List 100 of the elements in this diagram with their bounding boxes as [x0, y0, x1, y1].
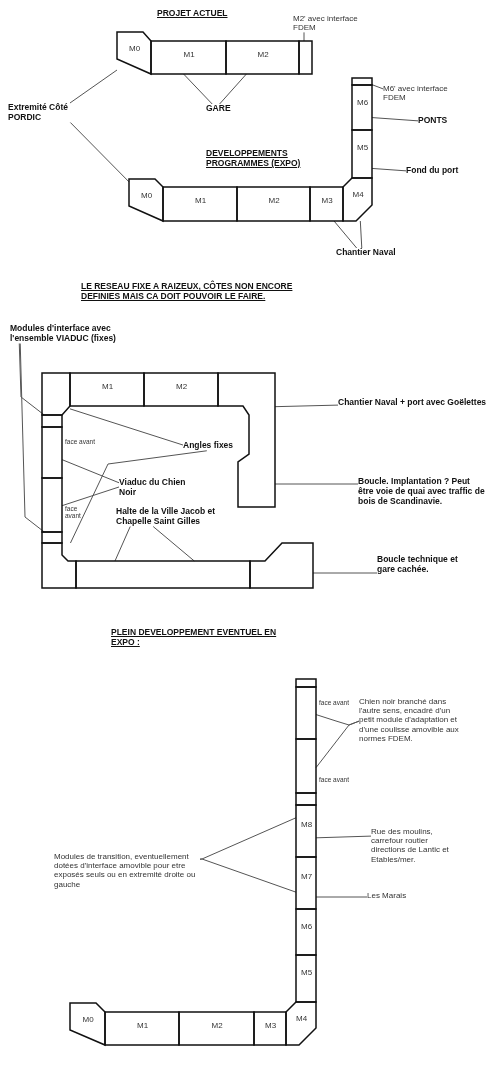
leader-line	[69, 122, 130, 183]
leader-line	[199, 858, 297, 893]
track-module	[117, 32, 151, 74]
leader-line	[61, 486, 120, 507]
leader-line	[183, 73, 213, 105]
track-module	[296, 955, 316, 1002]
leader-line	[315, 896, 368, 898]
track-module	[237, 187, 310, 221]
module-label: M2	[268, 197, 280, 206]
track-module	[42, 532, 62, 543]
leader-line	[333, 220, 358, 249]
module-label: M4	[296, 1014, 308, 1023]
track-module	[226, 41, 299, 74]
track-module	[310, 187, 343, 221]
callout-text: Chien noir branché dans l'autre sens, encadré d'un petit module d'adaptation et d'une coulisse amovible aux normes FDEM.	[359, 697, 461, 743]
track-module	[144, 373, 218, 406]
track-module	[42, 478, 62, 532]
leader-line	[315, 835, 372, 839]
track-module	[286, 1002, 316, 1045]
module-label: M2	[176, 382, 188, 391]
callout-text: Halte de la Ville Jacob et Chapelle Saint Gilles	[116, 507, 226, 527]
track-module	[76, 561, 250, 588]
callout-text: Chantier Naval + port avec Goëlettes	[338, 398, 487, 408]
track-module	[296, 793, 316, 805]
module-label: M1	[137, 1021, 149, 1030]
callout-text: Extremité Côté PORDIC	[8, 103, 72, 123]
section-heading: PLEIN DEVELOPPEMENT EVENTUEL EN EXPO :	[111, 628, 278, 648]
module-label: M3	[265, 1021, 277, 1030]
leader-line	[114, 526, 131, 562]
callout-text: GARE	[206, 104, 231, 114]
leader-line	[69, 408, 184, 446]
callout-text: Viaduc du Chien Noir	[119, 478, 191, 498]
track-module	[352, 78, 372, 85]
module-label: M0	[82, 1015, 94, 1024]
track-module	[179, 1012, 254, 1045]
callout-text: Rue des moulins, carrefour routier directions de Lantic et Etables/mer.	[371, 827, 453, 864]
module-label: M2	[211, 1021, 223, 1030]
module-label: M5	[301, 969, 313, 978]
track-module	[163, 187, 237, 221]
track-module	[299, 41, 312, 74]
leader-line	[303, 31, 305, 42]
module-label: M2	[257, 50, 269, 59]
module-label: M0	[129, 44, 141, 53]
module-label: M7	[301, 872, 313, 881]
track-module	[250, 543, 313, 588]
callout-text: Angles fixes	[183, 441, 234, 451]
leader-line	[371, 84, 384, 90]
module-label: M6	[301, 922, 313, 931]
track-module	[70, 373, 144, 406]
track-module	[296, 857, 316, 909]
callout-text: PONTS	[418, 116, 448, 126]
track-module	[296, 739, 316, 793]
module-label: M4	[352, 190, 364, 199]
track-module	[42, 427, 62, 478]
track-module	[296, 687, 316, 739]
callout-text: Fond du port	[406, 166, 459, 176]
track-module	[296, 805, 316, 857]
track-module	[296, 909, 316, 955]
leader-line	[274, 404, 339, 408]
module-label: M8	[301, 820, 313, 829]
section-heading: LE RESEAU FIXE A RAIZEUX, CÔTES NON ENCORE DEFINIES MAIS CA DOIT POUVOIR LE FAIRE.	[81, 282, 294, 302]
leader-line	[152, 526, 195, 562]
module-label: M1	[183, 50, 195, 59]
leader-line	[312, 572, 378, 574]
track-module	[42, 415, 62, 427]
track-module	[352, 130, 372, 178]
track-module	[343, 178, 372, 221]
leader-line	[359, 220, 363, 249]
section-heading: DEVELOPPEMENTS PROGRAMMES (EXPO)	[206, 149, 302, 169]
leader-line	[371, 117, 419, 122]
track-module	[42, 543, 76, 588]
track-module	[151, 41, 226, 74]
callout-text: Modules d'interface avec l'ensemble VIADUC (fixes)	[10, 324, 128, 344]
leader-line	[219, 73, 247, 105]
module-label: M3	[321, 197, 333, 206]
leader-line	[61, 459, 120, 484]
track-module	[105, 1012, 179, 1045]
callout-text: Chantier Naval	[336, 248, 396, 258]
module-label: M0	[141, 191, 153, 200]
track-module	[254, 1012, 286, 1045]
section-heading: PROJET ACTUEL	[157, 9, 228, 19]
track-module	[352, 85, 372, 130]
callout-text: Boucle. Implantation ? Peut être voie de quai avec traffic de bois de Scandinavie.	[358, 477, 486, 507]
callout-text: Boucle technique et gare cachée.	[377, 555, 472, 575]
module-label: M1	[195, 197, 207, 206]
module-label: M6	[357, 98, 369, 107]
leader-line	[274, 483, 359, 485]
leader-line	[371, 167, 407, 172]
track-module	[42, 373, 70, 415]
track-module	[129, 179, 163, 221]
leader-line	[69, 69, 118, 104]
leader-line	[69, 450, 208, 544]
callout-text: M6' avec interface FDEM	[383, 84, 458, 103]
callout-text: Les Marais	[367, 891, 407, 901]
track-module	[296, 679, 316, 687]
module-label: M1	[102, 382, 114, 391]
track-module	[70, 1003, 105, 1045]
callout-text: M2' avec interface FDEM	[293, 14, 368, 33]
leader-line	[315, 720, 360, 769]
module-label: M5	[357, 144, 369, 153]
